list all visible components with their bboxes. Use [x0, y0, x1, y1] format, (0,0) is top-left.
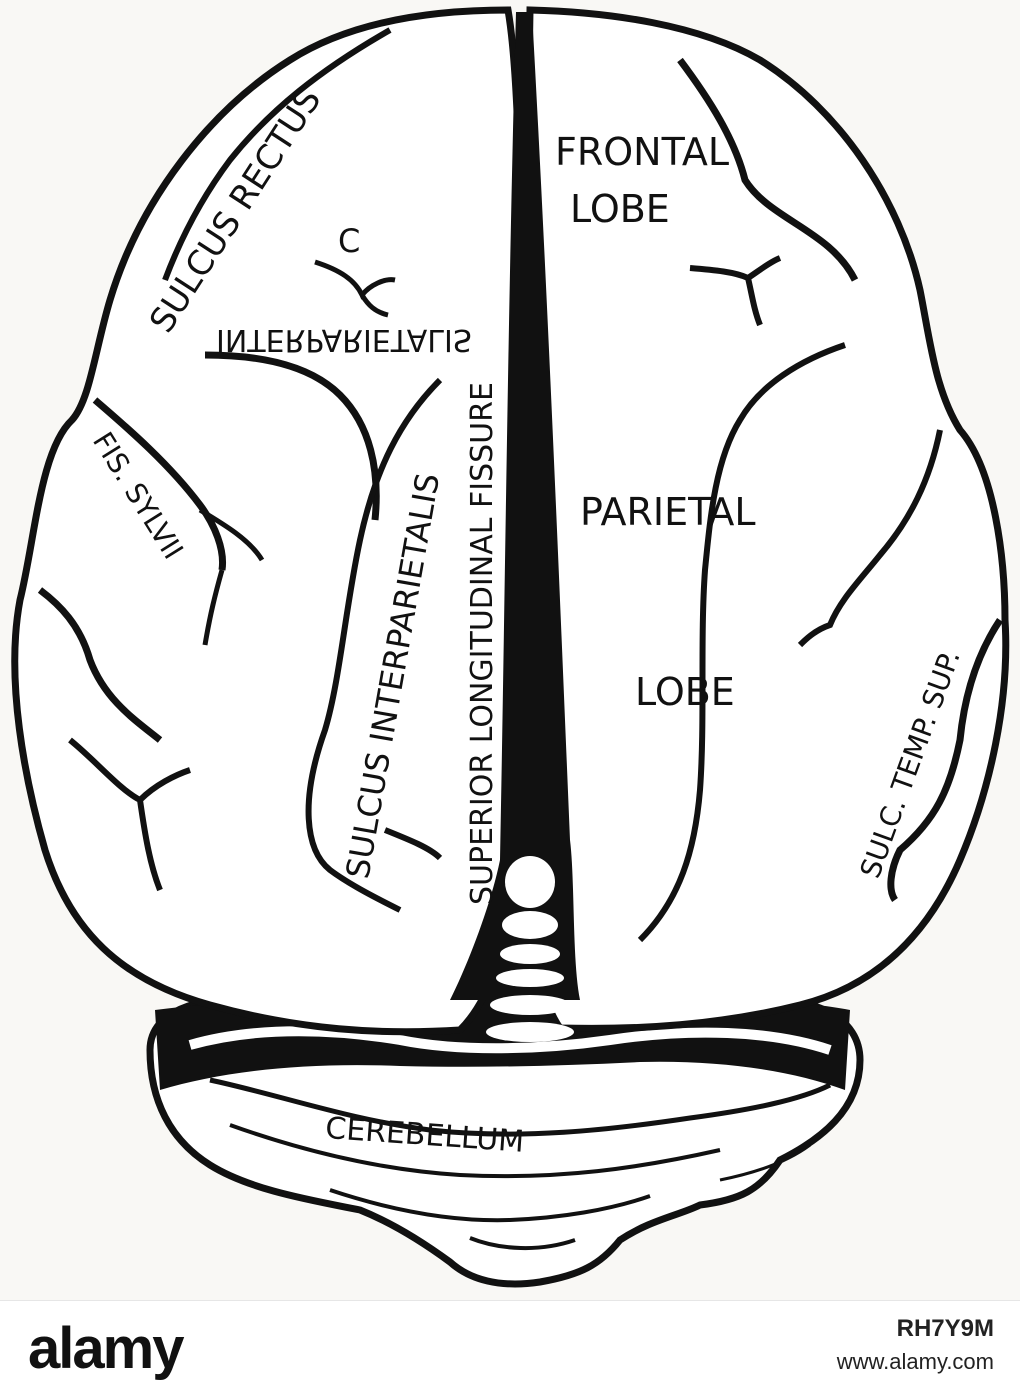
stock-footer: alamy RH7Y9M www.alamy.com — [0, 1300, 1020, 1391]
label-frontal-lobe: LOBE — [570, 187, 670, 231]
site-link[interactable]: www.alamy.com — [836, 1349, 994, 1374]
cerebellum-fold-2 — [209, 1077, 832, 1137]
label-parietal: PARIETAL — [580, 490, 756, 534]
fissure-lump-3 — [500, 944, 560, 964]
brain-illustration: SULCUS RECTUS C INTERPARIETALIS FRONTAL … — [11, 6, 1010, 1288]
temp-sup-sulcus — [887, 618, 1003, 903]
lateral-sulcus-left — [37, 587, 163, 743]
frontal-sulcus-right — [677, 57, 859, 282]
label-superior-longitudinal: SUPERIOR LONGITUDINAL FISSURE — [465, 382, 500, 905]
fissure-lump-2 — [502, 911, 558, 939]
sylvian-branch — [198, 507, 265, 646]
cerebellum-fold-1 — [188, 1026, 832, 1055]
fissure-lump-5 — [490, 995, 570, 1015]
cerebellum-fold-3 — [229, 1123, 721, 1179]
sulcus-c — [314, 259, 396, 318]
sulcus-interparietalis-upper — [204, 351, 380, 521]
fissure-lump-1 — [505, 856, 555, 908]
cerebellum-fold-4 — [329, 1188, 651, 1223]
alamy-logo: alamy — [28, 1316, 184, 1381]
brain-diagram: SULCUS RECTUS C INTERPARIETALIS FRONTAL … — [11, 6, 1010, 1288]
fis-sylvii-line — [92, 397, 227, 571]
label-parietal-lobe: LOBE — [635, 670, 735, 714]
postcentral-sulcus-right — [797, 429, 943, 648]
frontal-star-right — [689, 255, 782, 327]
longitudinal-fissure — [450, 12, 580, 1000]
small-sulcus-left — [383, 827, 443, 861]
fissure-lump-4 — [496, 969, 564, 987]
cerebellum-fold-6 — [719, 1143, 811, 1182]
lower-left-sulcus — [68, 737, 191, 892]
fissure-lump-6 — [486, 1022, 574, 1042]
label-frontal: FRONTAL — [555, 130, 729, 174]
label-c: C — [338, 222, 360, 260]
image-meta: RH7Y9M www.alamy.com — [837, 1315, 994, 1375]
sulcus-rectus-line — [162, 27, 392, 282]
label-interparietalis-top: INTERPARIETALIS — [216, 322, 472, 357]
cerebellum-fold-5 — [469, 1236, 576, 1251]
sulcus-interparietalis-main — [305, 377, 443, 913]
central-sulcus-right — [637, 342, 846, 943]
image-id: RH7Y9M — [896, 1315, 994, 1342]
